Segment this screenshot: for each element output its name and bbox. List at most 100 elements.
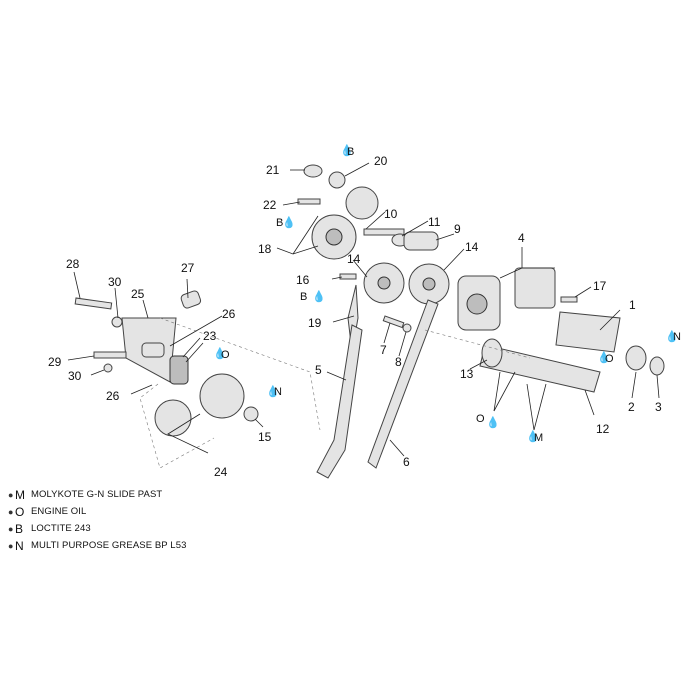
bearing-inset-shape (514, 267, 556, 309)
camshaft-12-shape (479, 344, 601, 393)
callout-8: 8 (395, 355, 402, 369)
callout-10: 10 (384, 207, 398, 221)
symbol-o-1: O (221, 349, 230, 361)
parts-artwork (74, 164, 665, 479)
callout-26b: 26 (106, 389, 120, 403)
callout-numbers: 1 2 3 4 5 6 7 8 9 10 11 12 13 14 14 15 1… (48, 154, 662, 479)
callout-3: 3 (655, 400, 662, 414)
oil-drop-icon: 💧 (340, 144, 354, 157)
callout-18: 18 (258, 242, 272, 256)
symbol-b-3: B (300, 291, 307, 303)
assembly-line-3 (424, 329, 531, 359)
callout-21: 21 (266, 163, 280, 177)
callout-7: 7 (380, 343, 387, 357)
nut-21-shape (303, 164, 323, 178)
bolt-28-shape (74, 297, 113, 310)
assembly-line-1 (159, 317, 321, 431)
symbol-o-3: O (476, 413, 485, 425)
washer-15-shape (243, 406, 259, 422)
oil-drop-icon: 💧 (597, 351, 611, 364)
washer-30a-shape (111, 316, 123, 328)
legend-row-b: ● B LOCTITE 243 (8, 520, 268, 537)
callout-12: 12 (596, 422, 610, 436)
washer-20-shape (328, 171, 346, 189)
bolt-29-shape (93, 351, 127, 359)
callout-14a: 14 (347, 252, 361, 266)
callout-1: 1 (629, 298, 636, 312)
symbol-n-2: N (274, 386, 282, 398)
lubricant-symbols: 💧 B B 💧 B 💧 💧 O 💧 O O 💧 💧 N 💧 N 💧 M (213, 144, 681, 444)
bolt-16-shape (339, 273, 357, 280)
callout-11: 11 (428, 215, 441, 229)
legend-row-o: ● O ENGINE OIL (8, 503, 268, 520)
callout-23: 23 (203, 329, 217, 343)
legend-letter: M (15, 487, 25, 502)
callout-16: 16 (296, 273, 310, 287)
callout-15: 15 (258, 430, 272, 444)
legend-letter: O (15, 504, 25, 519)
callout-30a: 30 (108, 275, 122, 289)
symbol-n-1: N (673, 331, 681, 343)
callout-17: 17 (593, 279, 607, 293)
bearing-2-shape (625, 345, 647, 371)
washer-30b-shape (103, 363, 113, 373)
symbol-o-2: O (605, 353, 614, 365)
oil-drop-icon: ● (8, 506, 14, 517)
lubricant-legend: ● M MOLYKOTE G-N SLIDE PAST ● O ENGINE O… (8, 486, 268, 554)
gear-24b-shape (199, 373, 245, 419)
callout-9: 9 (454, 222, 461, 236)
legend-letter: N (15, 538, 24, 553)
pin-17-shape (560, 296, 578, 303)
seal-3-shape (649, 356, 665, 376)
leader-lines (67, 162, 660, 457)
legend-row-n: ● N MULTI PURPOSE GREASE BP L53 (8, 537, 268, 554)
bushing-27-shape (180, 290, 202, 309)
oil-drop-icon: 💧 (266, 385, 280, 398)
callout-19: 19 (308, 316, 322, 330)
symbol-m-1: M (534, 432, 543, 444)
cam-lobe-13-shape (481, 338, 503, 368)
callout-22: 22 (263, 198, 277, 212)
bolt-7-shape (382, 315, 405, 329)
legend-row-m: ● M MOLYKOTE G-N SLIDE PAST (8, 486, 268, 503)
callout-4: 4 (518, 231, 525, 245)
bolt-22-shape (297, 198, 321, 205)
callout-25: 25 (131, 287, 145, 301)
oil-drop-icon: 💧 (282, 216, 296, 229)
oil-drop-icon: 💧 (526, 430, 540, 443)
oil-drop-icon: 💧 (312, 290, 326, 303)
callout-6: 6 (403, 455, 410, 469)
callout-27: 27 (181, 261, 195, 275)
legend-letter: B (15, 521, 24, 536)
callout-26a: 26 (222, 307, 236, 321)
bushing-9-shape (403, 231, 439, 251)
callout-20: 20 (374, 154, 388, 168)
callout-13: 13 (460, 367, 474, 381)
callout-2: 2 (628, 400, 635, 414)
legend-text: MOLYKOTE G-N SLIDE PAST (31, 489, 163, 500)
oil-drop-icon: ● (8, 540, 14, 551)
needle-bearing-23-shape (169, 355, 189, 385)
callout-14b: 14 (465, 240, 479, 254)
legend-text: MULTI PURPOSE GREASE BP L53 (31, 540, 187, 551)
oil-drop-icon: 💧 (486, 416, 500, 429)
assembly-line-2 (139, 383, 215, 469)
legend-text: LOCTITE 243 (31, 523, 91, 534)
chain-guide-6-shape (367, 299, 439, 469)
oil-drop-icon: 💧 (665, 330, 679, 343)
oil-drop-icon: ● (8, 523, 14, 534)
tensioner-5-shape (316, 324, 363, 479)
callout-5: 5 (315, 363, 322, 377)
legend-text: ENGINE OIL (31, 506, 87, 517)
oil-drop-icon: 💧 (213, 347, 227, 360)
callout-28: 28 (66, 257, 80, 271)
callout-24: 24 (214, 465, 228, 479)
shaft-10-shape (363, 228, 405, 236)
gear-small-shape (345, 186, 379, 220)
callout-30b: 30 (68, 369, 82, 383)
callout-29: 29 (48, 355, 62, 369)
washer-8-shape (402, 323, 412, 333)
symbol-b-2: B (276, 217, 283, 229)
bushing-26-shape (141, 342, 165, 358)
